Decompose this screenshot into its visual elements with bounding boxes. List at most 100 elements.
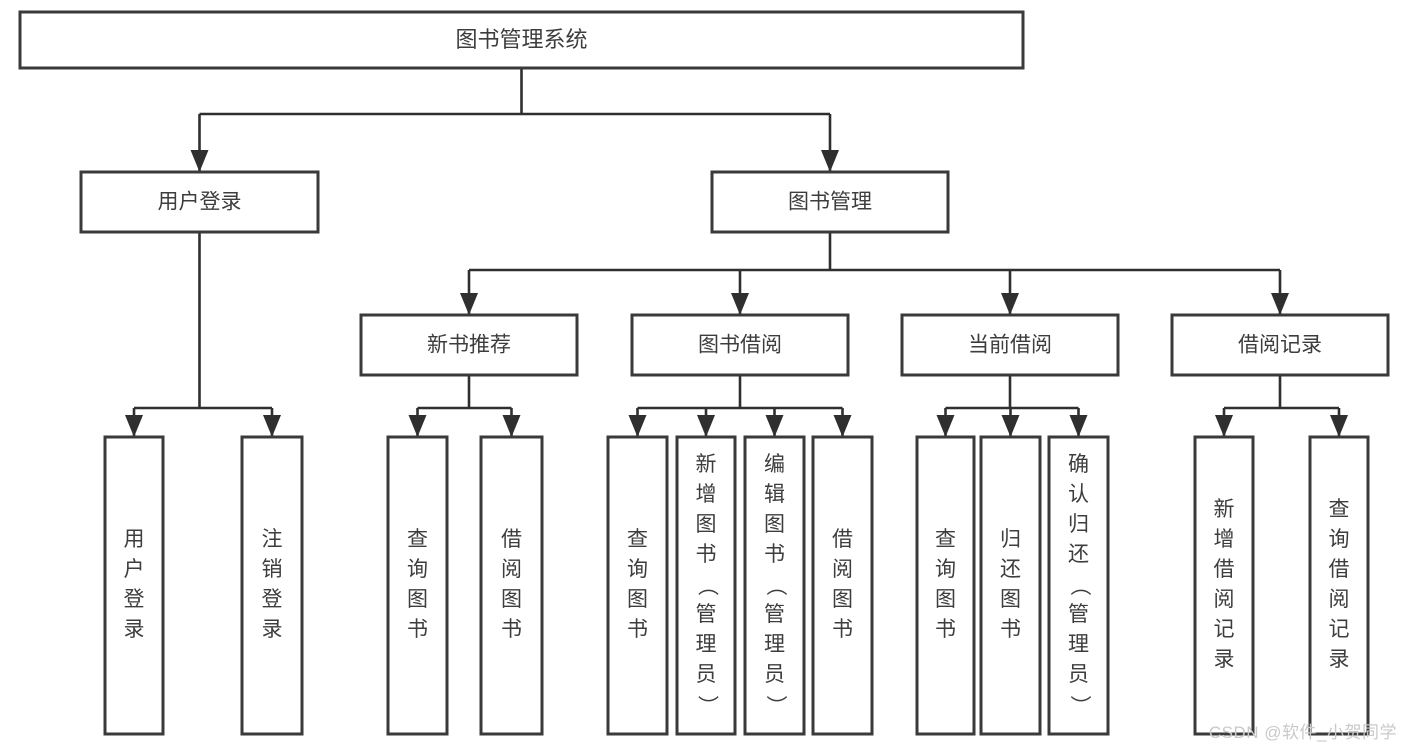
svg-text:图: 图 <box>935 588 956 611</box>
svg-text:还: 还 <box>1000 558 1021 581</box>
node-root[interactable]: 图书管理系统 <box>18 10 1025 70</box>
svg-text:查: 查 <box>935 528 956 551</box>
arrow-head-icon <box>1330 415 1348 437</box>
edge-group-book-borrow <box>628 375 852 437</box>
node-box <box>710 170 950 234</box>
node-leaf-user-login[interactable]: 用户登录 <box>103 435 165 736</box>
svg-text:（: （ <box>764 575 787 596</box>
svg-text:管: 管 <box>1068 603 1089 626</box>
svg-text:图: 图 <box>764 513 785 536</box>
node-current-borrow[interactable]: 当前借阅 <box>900 313 1120 377</box>
node-box <box>1308 435 1370 736</box>
svg-text:阅: 阅 <box>501 558 522 581</box>
svg-text:借: 借 <box>501 528 522 551</box>
svg-text:书: 书 <box>935 618 956 641</box>
svg-text:增: 增 <box>696 483 717 506</box>
node-user-login[interactable]: 用户登录 <box>79 170 320 234</box>
edge-group-new-book-recommend <box>408 375 521 437</box>
edge-group-user-login <box>125 232 281 437</box>
node-box <box>915 435 976 736</box>
svg-text:员: 员 <box>1068 663 1089 686</box>
arrow-head-icon <box>765 415 784 437</box>
svg-text:录: 录 <box>124 618 145 641</box>
svg-text:员: 员 <box>696 663 717 686</box>
svg-text:注: 注 <box>262 528 283 551</box>
svg-text:认: 认 <box>1068 483 1089 506</box>
node-borrow-record[interactable]: 借阅记录 <box>1170 313 1390 377</box>
svg-text:用: 用 <box>124 528 145 551</box>
svg-text:（: （ <box>695 575 718 596</box>
svg-text:询: 询 <box>935 558 956 581</box>
arrow-head-icon <box>1271 293 1289 315</box>
arrow-head-icon <box>628 415 647 437</box>
node-layer: 图书管理系统用户登录图书管理新书推荐图书借阅当前借阅借阅记录用户登录注销登录查询… <box>18 10 1390 736</box>
svg-text:编: 编 <box>764 453 785 476</box>
node-label: 新书推荐 <box>427 334 511 357</box>
node-label: 用户登录 <box>124 528 145 641</box>
node-book-borrow[interactable]: 图书借阅 <box>630 313 850 377</box>
svg-text:图: 图 <box>696 513 717 536</box>
svg-text:登: 登 <box>124 588 145 611</box>
arrow-head-icon <box>1001 293 1019 315</box>
svg-text:理: 理 <box>696 633 717 656</box>
node-book-manage[interactable]: 图书管理 <box>710 170 950 234</box>
edge-group-root <box>190 68 839 172</box>
node-box <box>359 313 579 377</box>
node-box <box>811 435 874 736</box>
node-box <box>103 435 165 736</box>
svg-text:阅: 阅 <box>1329 588 1350 611</box>
svg-text:询: 询 <box>1329 528 1350 551</box>
node-label: 图书管理 <box>788 191 872 214</box>
svg-text:管: 管 <box>696 603 717 626</box>
svg-text:书: 书 <box>627 618 648 641</box>
svg-text:还: 还 <box>1068 543 1089 566</box>
svg-text:）: ） <box>1068 695 1091 716</box>
arrow-head-icon <box>697 415 715 437</box>
node-label: 用户登录 <box>158 191 242 214</box>
arrow-head-icon <box>460 293 478 315</box>
svg-text:图: 图 <box>1000 588 1021 611</box>
node-box <box>743 435 806 736</box>
arrow-head-icon <box>731 293 749 315</box>
arrow-head-icon <box>833 415 852 437</box>
node-box <box>386 435 449 736</box>
svg-text:图: 图 <box>832 588 853 611</box>
arrow-head-icon <box>190 150 209 172</box>
node-box <box>900 313 1120 377</box>
svg-text:询: 询 <box>627 558 648 581</box>
svg-text:（: （ <box>1068 575 1091 596</box>
node-new-book-recommend[interactable]: 新书推荐 <box>359 313 579 377</box>
node-label: 图书借阅 <box>698 334 782 357</box>
arrow-head-icon <box>125 415 143 437</box>
svg-text:记: 记 <box>1329 618 1350 641</box>
node-label: 图书管理系统 <box>455 27 587 52</box>
svg-text:归: 归 <box>1000 528 1021 551</box>
svg-text:查: 查 <box>1329 498 1350 521</box>
svg-text:书: 书 <box>696 543 717 566</box>
svg-text:书: 书 <box>1000 618 1021 641</box>
svg-text:询: 询 <box>407 558 428 581</box>
arrow-head-icon <box>1215 415 1233 437</box>
